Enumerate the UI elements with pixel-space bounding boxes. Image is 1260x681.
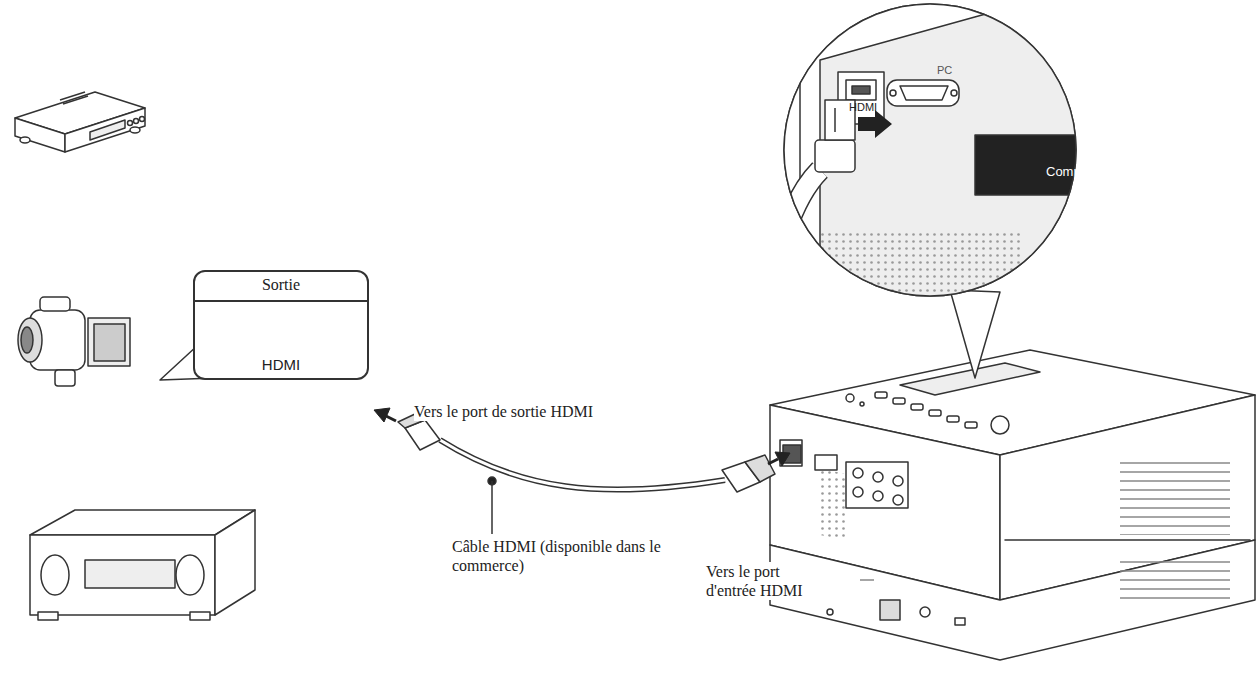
hdmi-plug bbox=[722, 455, 775, 492]
zoom-detail bbox=[760, 0, 1105, 320]
connection-label: Vers le port d'entrée HDMI bbox=[706, 562, 806, 600]
av-receiver bbox=[30, 510, 255, 620]
port-label: Compo bbox=[1046, 166, 1106, 178]
output-callout: SortieHDMI bbox=[193, 270, 369, 380]
connection-label: Vers le port de sortie HDMI bbox=[414, 402, 593, 421]
projector bbox=[770, 350, 1255, 660]
set-top-box bbox=[15, 92, 145, 152]
port-label: PC bbox=[937, 64, 967, 76]
callout-heading: Sortie bbox=[195, 276, 367, 294]
port-name: HDMI bbox=[195, 356, 367, 373]
port-label: HDMI bbox=[849, 101, 889, 113]
camcorder bbox=[18, 297, 130, 386]
divider bbox=[195, 300, 367, 302]
connection-label: Câble HDMI (disponible dans le commerce) bbox=[452, 537, 677, 575]
